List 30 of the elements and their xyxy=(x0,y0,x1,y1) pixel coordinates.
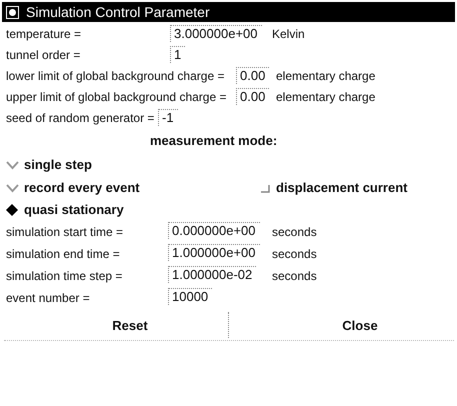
number-field: 1 xyxy=(170,46,186,63)
field-label: tunnel order = xyxy=(6,47,80,63)
unit-label: seconds xyxy=(272,246,317,262)
option-label: record every event xyxy=(24,180,140,196)
number-field: 0.000000e+00 xyxy=(168,222,260,239)
field-label: lower limit of global background charge = xyxy=(6,68,224,84)
unit-label: elementary charge xyxy=(276,68,376,84)
field-label: temperature = xyxy=(6,26,82,42)
number-field: 10000 xyxy=(168,288,212,305)
unit-label: elementary charge xyxy=(276,89,376,105)
field-label: simulation time step = xyxy=(6,268,122,284)
field-label: simulation start time = xyxy=(6,224,124,240)
number-field: 3.000000e+00 xyxy=(170,25,262,42)
option-label: displacement current xyxy=(276,180,408,196)
window-title: Simulation Control Parameter xyxy=(26,4,210,20)
unit-label: seconds xyxy=(272,268,317,284)
option-label: single step xyxy=(24,157,92,173)
number-field: 0.00 xyxy=(236,88,270,105)
number-field: 0.00 xyxy=(236,67,270,84)
field-label: upper limit of global background charge = xyxy=(6,89,226,105)
field-label: simulation end time = xyxy=(6,246,120,262)
unit-label: Kelvin xyxy=(272,26,305,42)
option-label: quasi stationary xyxy=(24,202,124,218)
number-field: 1.000000e-02 xyxy=(168,266,256,283)
field-label: seed of random generator = xyxy=(6,110,154,126)
field-label: event number = xyxy=(6,290,90,306)
unit-label: seconds xyxy=(272,224,317,240)
number-field: -1 xyxy=(158,109,178,126)
number-field: 1.000000e+00 xyxy=(168,244,260,261)
section-heading: measurement mode: xyxy=(150,133,278,149)
